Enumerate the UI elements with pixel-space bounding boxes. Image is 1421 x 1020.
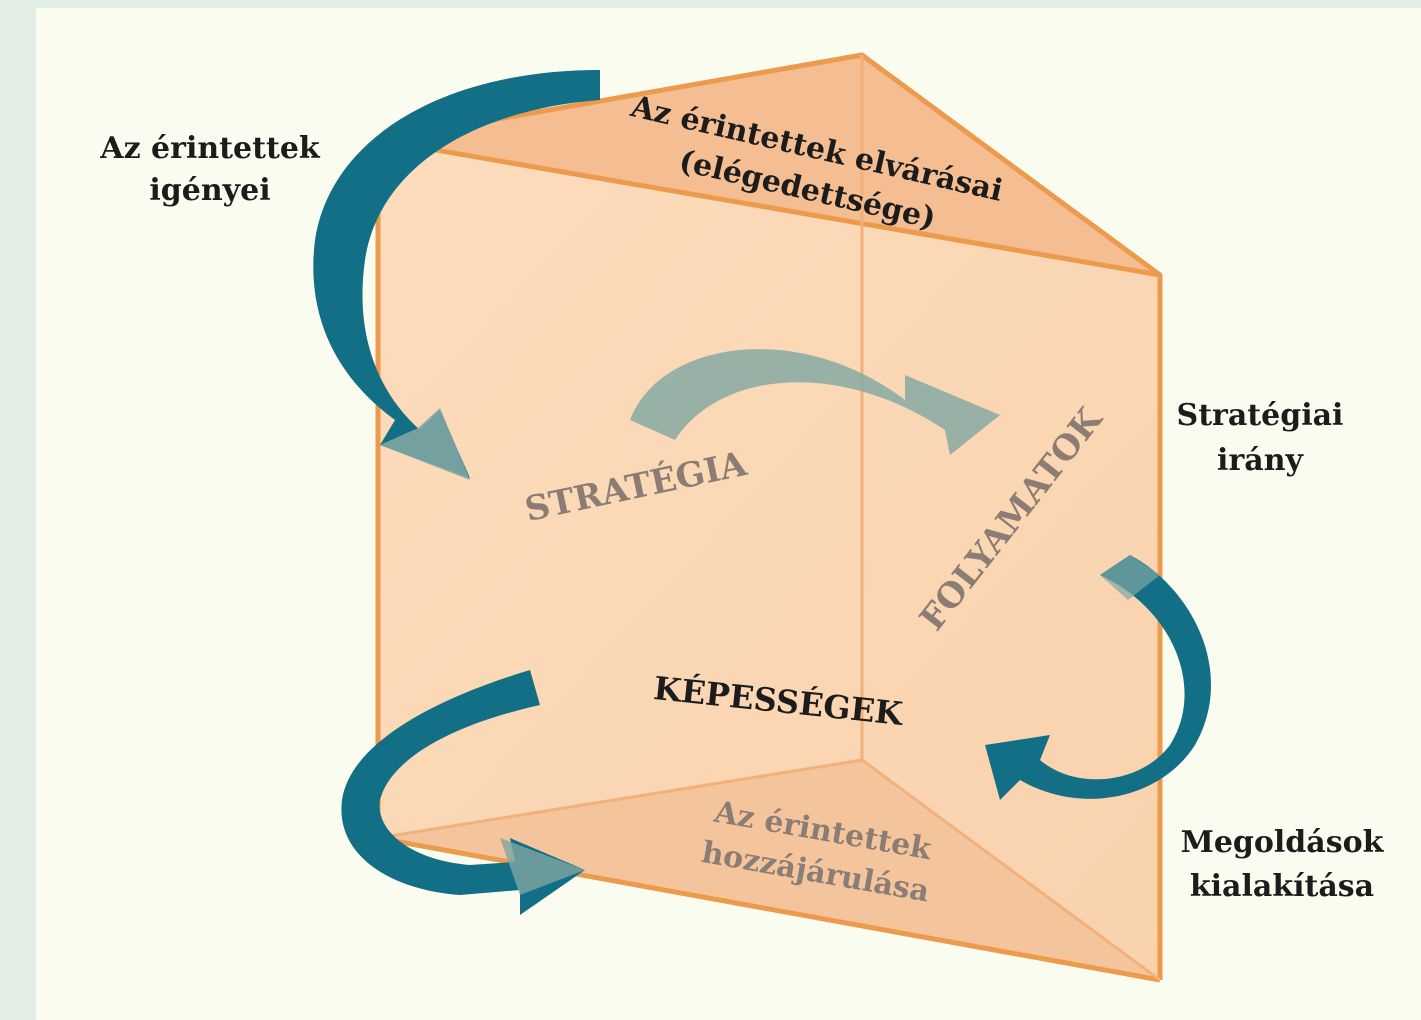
left-margin: [20, 8, 36, 1020]
prism-front-face: [378, 140, 1160, 980]
strategic-direction-line2: irány: [1217, 443, 1304, 478]
stakeholder-needs-line1: Az érintettek: [99, 131, 321, 166]
prism-top-face: [378, 55, 1160, 275]
label-stakeholder-needs: Az érintettek igényei: [99, 131, 321, 208]
strategy-to-processes-arrow: [630, 349, 1000, 455]
prism-bottom-back-edge: [377, 758, 863, 840]
direction-arrow-tail: [1100, 555, 1160, 600]
solutions-line1: Megoldások: [1181, 825, 1385, 860]
prism-top-edge: [375, 52, 1163, 278]
prism-hidden-edges: [377, 55, 1161, 982]
needs-to-strategy-arrow: [313, 70, 600, 478]
stakeholder-needs-line2: igényei: [149, 173, 270, 208]
direction-to-capabilities-arrow: [985, 555, 1211, 800]
label-strategic-direction: Stratégiai irány: [1177, 398, 1344, 478]
label-solutions: Megoldások kialakítása: [1181, 825, 1385, 904]
capabilities-arrow-head: [500, 838, 585, 895]
prism-bottom-face: [378, 760, 1160, 980]
strategic-direction-line1: Stratégiai: [1177, 398, 1344, 433]
needs-arrow-head: [380, 408, 470, 480]
solutions-line2: kialakítása: [1190, 869, 1374, 904]
prism-bottom-side-edge: [861, 758, 1161, 982]
